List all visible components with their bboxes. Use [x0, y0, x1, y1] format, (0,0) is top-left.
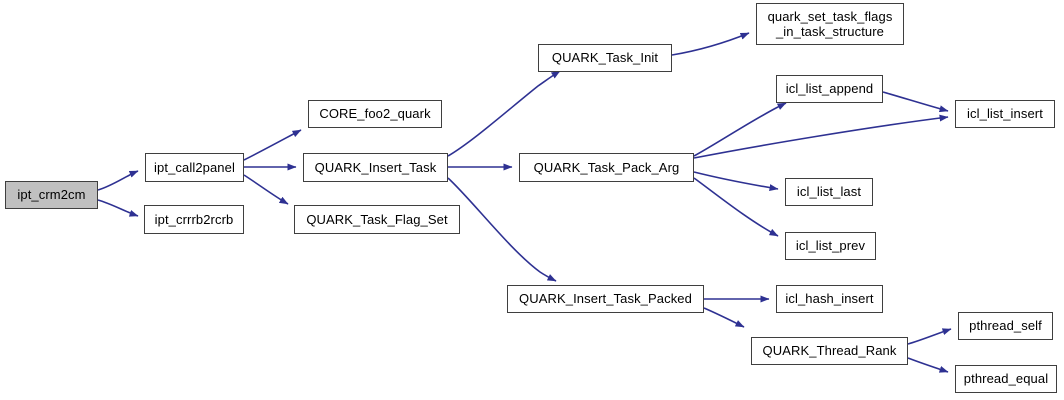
node-QUARK_Insert_Task_Packed[interactable]: QUARK_Insert_Task_Packed — [507, 285, 704, 313]
edge-QUARK_Task_Pack_Arg-to-icl_list_last — [693, 171, 779, 192]
edge-QUARK_Thread_Rank-to-pthread_equal — [907, 357, 949, 373]
node-icl_list_prev[interactable]: icl_list_prev — [785, 232, 876, 260]
edge-ipt_crm2cm-to-ipt_crrrb2rcrb — [97, 199, 139, 217]
edge-QUARK_Task_Pack_Arg-to-icl_list_insert — [693, 114, 949, 159]
node-icl_list_append[interactable]: icl_list_append — [776, 75, 883, 103]
edge-QUARK_Thread_Rank-to-pthread_self — [907, 328, 952, 345]
node-QUARK_Task_Pack_Arg[interactable]: QUARK_Task_Pack_Arg — [519, 153, 694, 182]
node-QUARK_Insert_Task[interactable]: QUARK_Insert_Task — [303, 153, 448, 182]
node-QUARK_Task_Init[interactable]: QUARK_Task_Init — [538, 44, 672, 72]
edge-ipt_call2panel-to-CORE_foo2_quark — [243, 129, 302, 161]
node-CORE_foo2_quark[interactable]: CORE_foo2_quark — [308, 100, 442, 128]
node-icl_list_insert[interactable]: icl_list_insert — [955, 100, 1055, 128]
edge-QUARK_Insert_Task_Packed-to-QUARK_Thread_Rank — [703, 307, 745, 328]
node-icl_list_last[interactable]: icl_list_last — [785, 178, 873, 206]
edge-QUARK_Insert_Task-to-QUARK_Task_Init — [447, 70, 561, 157]
node-pthread_equal[interactable]: pthread_equal — [955, 365, 1057, 393]
node-quark_set_task_flags[interactable]: quark_set_task_flags _in_task_structure — [756, 3, 904, 45]
node-QUARK_Thread_Rank[interactable]: QUARK_Thread_Rank — [751, 337, 908, 365]
edge-ipt_crm2cm-to-ipt_call2panel — [97, 170, 139, 191]
edge-QUARK_Task_Init-to-quark_set_task_flags — [671, 32, 750, 56]
edge-QUARK_Task_Pack_Arg-to-icl_list_append — [693, 102, 787, 157]
edge-QUARK_Insert_Task-to-QUARK_Insert_Task_Packed — [447, 177, 557, 282]
node-ipt_crm2cm[interactable]: ipt_crm2cm — [5, 181, 98, 209]
edge-icl_list_append-to-icl_list_insert — [882, 91, 949, 113]
edge-ipt_call2panel-to-QUARK_Task_Flag_Set — [243, 174, 289, 205]
node-pthread_self[interactable]: pthread_self — [958, 312, 1053, 340]
node-ipt_call2panel[interactable]: ipt_call2panel — [145, 153, 244, 182]
node-QUARK_Task_Flag_Set[interactable]: QUARK_Task_Flag_Set — [294, 205, 460, 234]
node-icl_hash_insert[interactable]: icl_hash_insert — [776, 285, 883, 313]
node-ipt_crrrb2rcrb[interactable]: ipt_crrrb2rcrb — [144, 205, 244, 234]
edge-QUARK_Task_Pack_Arg-to-icl_list_prev — [693, 177, 779, 237]
